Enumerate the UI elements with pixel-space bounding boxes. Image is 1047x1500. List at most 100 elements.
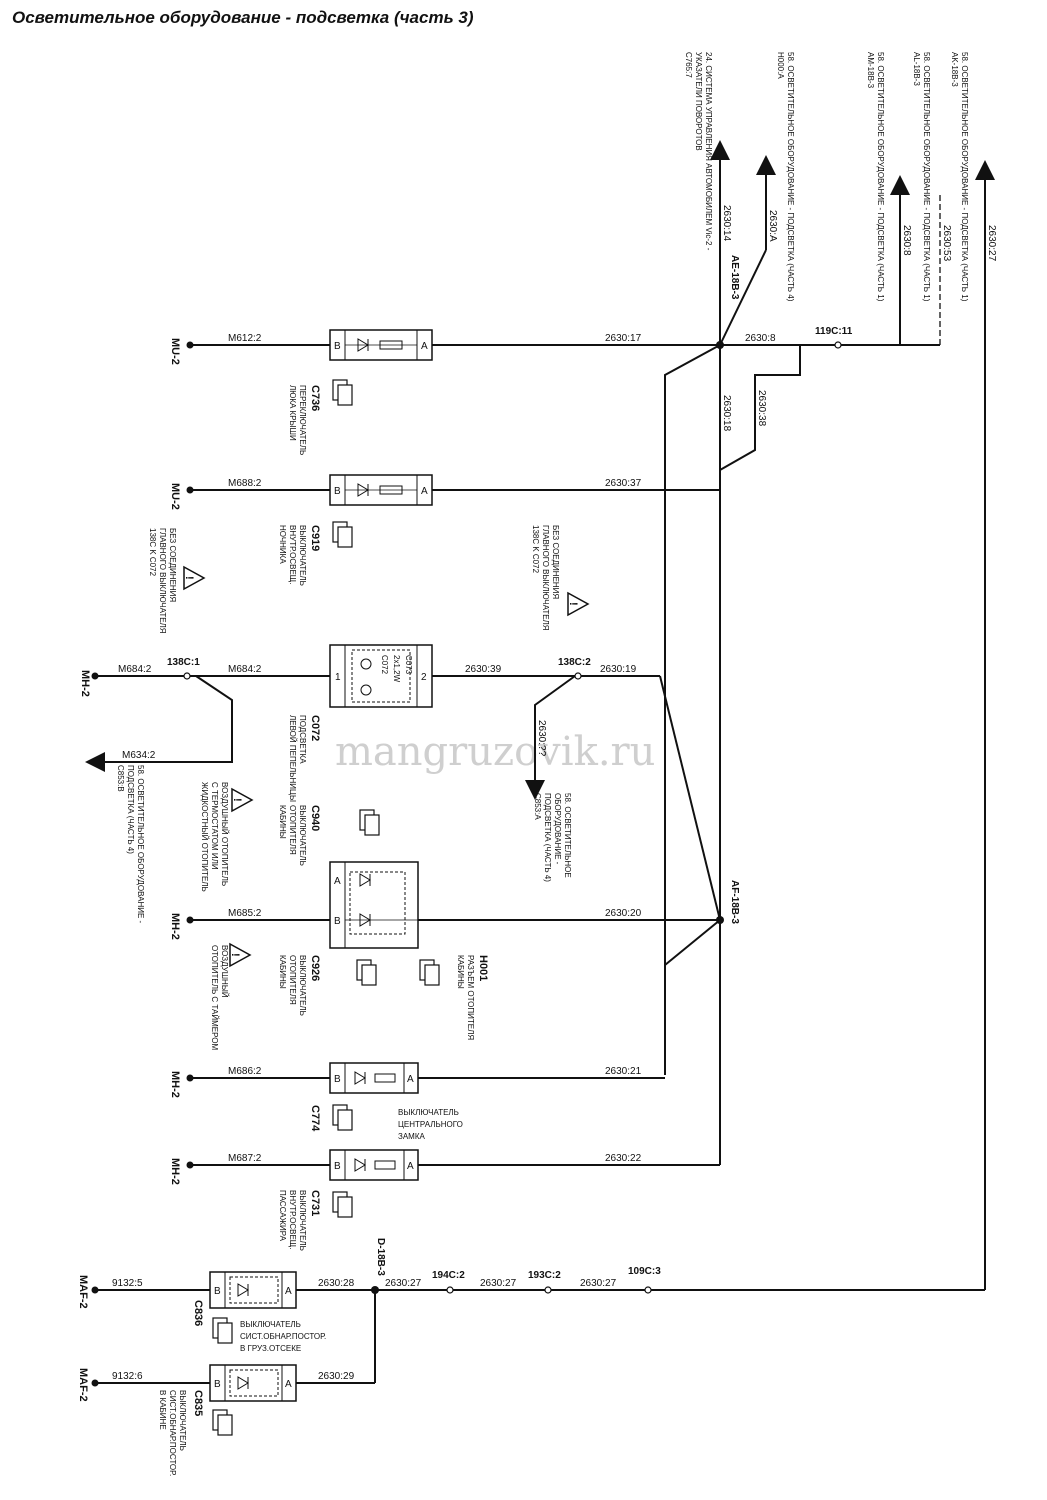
svg-text:194C:2: 194C:2 [432, 1270, 465, 1281]
svg-text:58. ОСВЕТИТЕЛЬНОЕ: 58. ОСВЕТИТЕЛЬНОЕ [563, 793, 572, 878]
svg-text:MAF-2: MAF-2 [77, 1275, 89, 1309]
svg-text:2630:8: 2630:8 [901, 225, 912, 256]
svg-text:С ТЕРМОСТАТОМ ИЛИ: С ТЕРМОСТАТОМ ИЛИ [210, 782, 219, 870]
svg-text:24. СИСТЕМА УПРАВЛЕНИЯ АВТОМОБ: 24. СИСТЕМА УПРАВЛЕНИЯ АВТОМОБИЛЕМ Vic-2… [704, 52, 713, 251]
ground-labels: MU-2 MU-2 MH-2 MH-2 MH-2 MH-2 MAF-2 MAF-… [77, 338, 181, 1402]
svg-text:ГЛАВНОГО ВЫКЛЮЧАТЕЛЯ: ГЛАВНОГО ВЫКЛЮЧАТЕЛЯ [158, 528, 167, 634]
svg-text:2630:18: 2630:18 [721, 395, 732, 432]
svg-text:C940: C940 [309, 805, 321, 831]
svg-text:ВЫКЛЮЧАТЕЛЬ: ВЫКЛЮЧАТЕЛЬ [298, 955, 307, 1016]
svg-text:ВЫКЛЮЧАТЕЛЬ: ВЫКЛЮЧАТЕЛЬ [178, 1390, 187, 1451]
wire-ae-diag [719, 249, 767, 346]
svg-text:138C:1: 138C:1 [167, 657, 200, 668]
svg-text:СИСТ.ОБНАР.ПОСТОР.: СИСТ.ОБНАР.ПОСТОР. [240, 1332, 326, 1341]
svg-text:ЛЕВОЙ ПЕПЕЛЬНИЦЫ: ЛЕВОЙ ПЕПЕЛЬНИЦЫ [288, 715, 297, 802]
svg-text:ОТОПИТЕЛЯ: ОТОПИТЕЛЯ [288, 955, 297, 1005]
svg-text:B: B [334, 341, 341, 352]
svg-text:M684:2: M684:2 [228, 664, 262, 675]
svg-text:ПАССАЖИРА: ПАССАЖИРА [278, 1190, 287, 1242]
svg-text:C765:7: C765:7 [684, 52, 693, 78]
svg-text:AF-18B-3: AF-18B-3 [729, 880, 740, 924]
svg-text:КАБИНЫ: КАБИНЫ [278, 955, 287, 989]
svg-text:58. ОСВЕТИТЕЛЬНОЕ ОБОРУДОВАНИЕ: 58. ОСВЕТИТЕЛЬНОЕ ОБОРУДОВАНИЕ - ПОДСВЕТ… [922, 52, 931, 302]
svg-text:AE-18B-3: AE-18B-3 [729, 255, 740, 300]
svg-text:РАЗЪЕМ ОТОПИТЕЛЯ: РАЗЪЕМ ОТОПИТЕЛЯ [466, 955, 475, 1040]
svg-text:ВОЗДУШНЫЙ: ВОЗДУШНЫЙ [220, 945, 229, 998]
svg-text:A: A [334, 876, 341, 887]
svg-text:MH-2: MH-2 [169, 1071, 181, 1098]
svg-text:2630:14: 2630:14 [721, 205, 732, 242]
svg-text:A: A [407, 1161, 414, 1172]
svg-text:M612:2: M612:2 [228, 333, 262, 344]
svg-text:ЖИДКОСТНЫЙ ОТОПИТЕЛЬ: ЖИДКОСТНЫЙ ОТОПИТЕЛЬ [200, 782, 209, 892]
svg-text:D-18B-3: D-18B-3 [375, 1238, 386, 1276]
svg-text:КАБИНЫ: КАБИНЫ [278, 805, 287, 839]
svg-text:2630:21: 2630:21 [605, 1066, 642, 1077]
top-references: 24. СИСТЕМА УПРАВЛЕНИЯ АВТОМОБИЛЕМ Vic-2… [684, 52, 969, 302]
svg-text:В КАБИНЕ: В КАБИНЕ [158, 1390, 167, 1430]
svg-text:!: ! [229, 953, 241, 957]
wire-2630-38 [719, 345, 801, 471]
svg-text:MH-2: MH-2 [169, 913, 181, 940]
svg-text:2630:27: 2630:27 [580, 1278, 617, 1289]
svg-text:БЕЗ СОЕДИНЕНИЯ: БЕЗ СОЕДИНЕНИЯ [551, 525, 560, 599]
svg-text:9132:5: 9132:5 [112, 1278, 143, 1289]
svg-text:ВНУТР.ОСВЕЩ.: ВНУТР.ОСВЕЩ. [288, 525, 297, 585]
svg-text:ЗАМКА: ЗАМКА [398, 1132, 425, 1141]
svg-text:!: ! [231, 798, 243, 802]
svg-text:M686:2: M686:2 [228, 1066, 262, 1077]
wire-2630-2x [525, 675, 576, 800]
svg-text:C774: C774 [309, 1105, 321, 1132]
wire-2630-21-branch [664, 344, 721, 1075]
svg-text:M685:2: M685:2 [228, 908, 262, 919]
svg-text:2630:17: 2630:17 [605, 333, 642, 344]
svg-text:ВЫКЛЮЧАТЕЛЬ: ВЫКЛЮЧАТЕЛЬ [298, 525, 307, 586]
svg-text:!: ! [183, 576, 195, 580]
svg-text:2630:28: 2630:28 [318, 1278, 355, 1289]
svg-text:MU-2: MU-2 [169, 483, 181, 510]
svg-text:C853:A: C853:A [533, 793, 542, 820]
component-c774-switch [329, 1062, 419, 1094]
svg-text:58. ОСВЕТИТЕЛЬНОЕ ОБОРУДОВАНИЕ: 58. ОСВЕТИТЕЛЬНОЕ ОБОРУДОВАНИЕ - [136, 765, 145, 924]
wire-af-diag [664, 919, 721, 966]
component-c926-switch [329, 861, 419, 949]
svg-text:H001: H001 [477, 955, 489, 981]
component-c836-switch [209, 1271, 297, 1309]
svg-text:C073: C073 [404, 655, 413, 675]
svg-text:58. ОСВЕТИТЕЛЬНОЕ ОБОРУДОВАНИЕ: 58. ОСВЕТИТЕЛЬНОЕ ОБОРУДОВАНИЕ - ПОДСВЕТ… [960, 52, 969, 302]
svg-text:M688:2: M688:2 [228, 478, 262, 489]
svg-text:ЛЮКА КРЫШИ: ЛЮКА КРЫШИ [288, 385, 297, 441]
svg-text:2630:27: 2630:27 [986, 225, 997, 262]
svg-text:СИСТ.ОБНАР.ПОСТОР.: СИСТ.ОБНАР.ПОСТОР. [168, 1390, 177, 1476]
svg-text:2630:??: 2630:?? [536, 720, 547, 757]
svg-text:C926: C926 [309, 955, 321, 981]
svg-text:MAF-2: MAF-2 [77, 1368, 89, 1402]
svg-text:B: B [334, 1161, 341, 1172]
wire-labels: M612:2 2630:17 2630:8 M688:2 2630:37 M68… [112, 333, 776, 1382]
svg-text:2630:27: 2630:27 [480, 1278, 517, 1289]
wire-branch-2630-8 [885, 325, 901, 346]
svg-text:2: 2 [421, 672, 427, 683]
svg-text:B: B [334, 1074, 341, 1085]
svg-text:C836: C836 [192, 1300, 204, 1326]
svg-text:2630:27: 2630:27 [385, 1278, 422, 1289]
svg-text:2630:53: 2630:53 [941, 225, 952, 262]
component-labels: C736 ПЕРЕКЛЮЧАТЕЛЬ ЛЮКА КРЫШИ C919 ВЫКЛЮ… [158, 385, 489, 1476]
svg-text:ОБОРУДОВАНИЕ -: ОБОРУДОВАНИЕ - [553, 793, 562, 865]
svg-text:B: B [334, 486, 341, 497]
svg-text:2630:22: 2630:22 [605, 1153, 642, 1164]
svg-text:C731: C731 [309, 1190, 321, 1216]
svg-text:2630:8: 2630:8 [745, 333, 776, 344]
svg-text:C853:B: C853:B [116, 765, 125, 792]
svg-text:ПОДСВЕТКА (ЧАСТЬ 4): ПОДСВЕТКА (ЧАСТЬ 4) [543, 793, 552, 882]
svg-text:C736: C736 [309, 385, 321, 411]
svg-text:138C:2: 138C:2 [558, 657, 591, 668]
svg-text:ВНУТР.ОСВЕЩ.: ВНУТР.ОСВЕЩ. [288, 1190, 297, 1250]
svg-text:ГЛАВНОГО ВЫКЛЮЧАТЕЛЯ: ГЛАВНОГО ВЫКЛЮЧАТЕЛЯ [541, 525, 550, 631]
component-c072-lamp [329, 644, 433, 708]
connector-labels: 119C:11 138C:1 138C:2 194C:2 193C:2 109C… [167, 326, 853, 1281]
svg-text:В ГРУЗ.ОТСЕКЕ: В ГРУЗ.ОТСЕКЕ [240, 1344, 301, 1353]
wire-2630-19-diag [659, 675, 721, 921]
